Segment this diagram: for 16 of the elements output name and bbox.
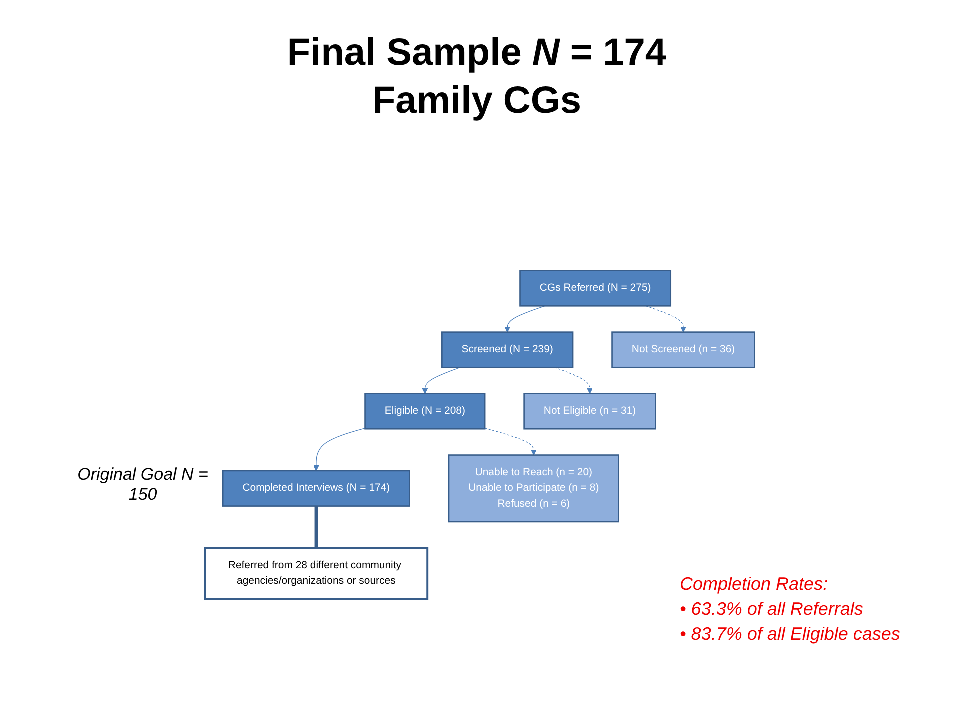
title: Final Sample N = 174 Family CGs xyxy=(286,31,668,124)
node-box: Screened (N = 239) xyxy=(442,332,574,368)
connector xyxy=(314,506,318,548)
bullet-note: • 83.7% of all Eligible cases xyxy=(680,624,902,645)
note-heading: Completion Rates: xyxy=(680,574,830,595)
node-box: CGs Referred (N = 275) xyxy=(520,270,672,307)
arrow xyxy=(314,428,366,472)
node-box: Eligible (N = 208) xyxy=(364,393,486,430)
node-box: Completed Interviews (N = 174) xyxy=(222,470,410,507)
goal-note: Original Goal N = 150 xyxy=(76,464,210,505)
node-box: Referred from 28 different community agencies/organizations or sources xyxy=(204,547,429,600)
node-box: Unable to Reach (n = 20) Unable to Participate (n = 8) Refused (n = 6) xyxy=(448,454,620,523)
node-box: Not Screened (n = 36) xyxy=(612,332,756,368)
arrow xyxy=(484,428,537,456)
node-box: Not Eligible (n = 31) xyxy=(524,393,656,430)
bullet-note: • 63.3% of all Referrals xyxy=(680,599,864,620)
